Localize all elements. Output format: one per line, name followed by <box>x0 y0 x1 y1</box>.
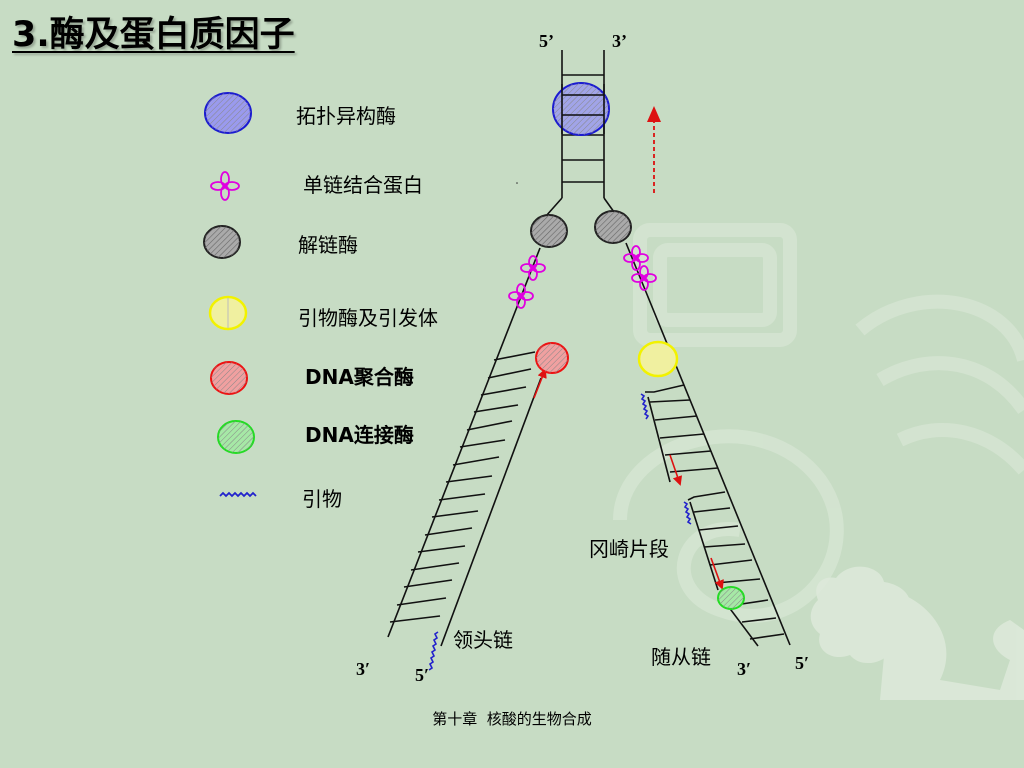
top-left-end-label: 5’ <box>539 31 554 51</box>
lagging-primer-1 <box>640 393 650 420</box>
legend-label-primase: 引物酶及引发体 <box>298 306 438 330</box>
legend-label-primer: 引物 <box>302 487 342 511</box>
polymerase-icon <box>210 361 248 395</box>
primase-lagging <box>637 340 679 378</box>
legend-label-ligase: DNA连接酶 <box>305 423 414 447</box>
top-right-end-label: 3’ <box>612 31 627 51</box>
ligase-icon <box>217 420 255 454</box>
slide-footer: 第十章 核酸的生物合成 <box>432 710 592 728</box>
helicase-left <box>530 214 568 248</box>
slide-title: 3.酶及蛋白质因子 <box>12 15 295 55</box>
fork-direction-arrow <box>647 106 661 193</box>
bottom-left-inner-end: 5′ <box>415 665 430 685</box>
lagging-arm <box>625 242 791 647</box>
bottom-right-inner-end: 3′ <box>737 659 752 679</box>
topoisomerase-icon <box>204 92 252 134</box>
leading-primer <box>428 631 439 671</box>
ssb-left <box>508 255 546 309</box>
lagging-growth-arrow-2 <box>710 557 724 590</box>
topoisomerase-on-dna <box>552 82 610 136</box>
leading-strand-label: 领头链 <box>453 628 513 652</box>
lagging-primer-2 <box>683 501 692 525</box>
leading-growth-arrow <box>533 368 547 399</box>
ligase-lagging <box>717 586 745 610</box>
legend-label-topoisomerase: 拓扑异构酶 <box>296 104 396 128</box>
ssb-icon <box>210 171 240 201</box>
legend-label-polymerase: DNA聚合酶 <box>305 365 414 389</box>
legend-label-ssb: 单链结合蛋白 <box>303 173 423 197</box>
primer-icon <box>219 491 257 498</box>
leading-arm <box>387 247 542 647</box>
ssb-right <box>623 245 657 291</box>
bottom-right-outer-end: 5′ <box>795 653 810 673</box>
stray-dot <box>516 182 518 184</box>
bottom-left-outer-end: 3′ <box>356 659 371 679</box>
helicase-right <box>594 210 632 244</box>
legend-label-helicase: 解链酶 <box>298 233 358 257</box>
lagging-strand-label: 随从链 <box>651 645 711 669</box>
primase-icon <box>208 295 248 331</box>
polymerase-leading <box>535 342 569 374</box>
lagging-growth-arrow-1 <box>669 454 683 486</box>
helicase-icon <box>203 225 241 259</box>
okazaki-fragment-label: 冈崎片段 <box>589 537 669 561</box>
